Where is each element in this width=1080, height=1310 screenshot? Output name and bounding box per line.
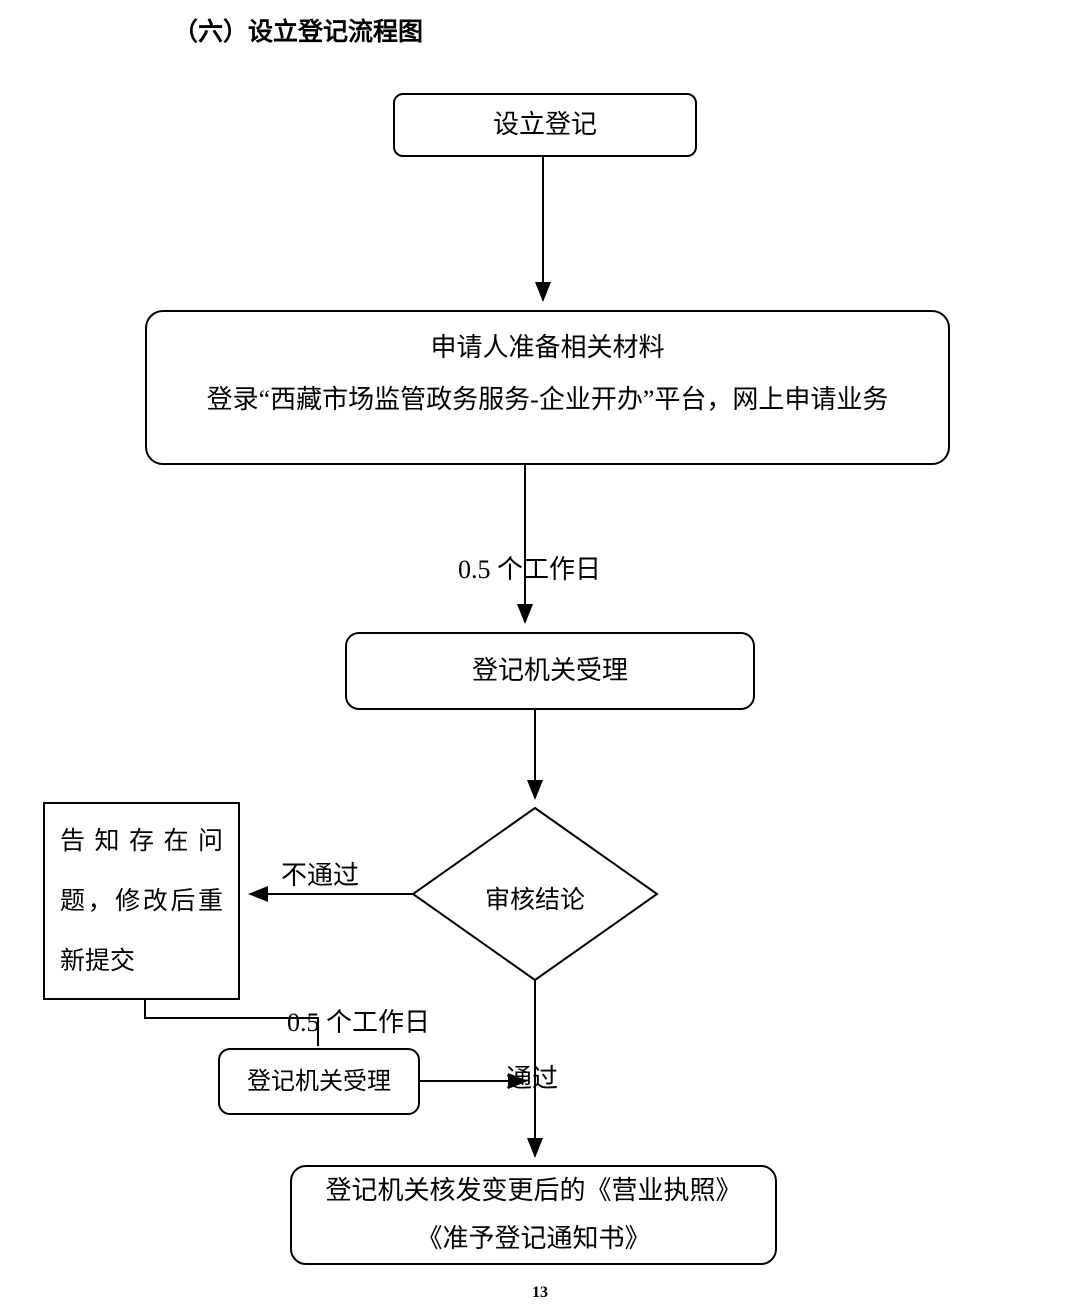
- edge-label-duration-2: 0.5 个工作日: [287, 1008, 431, 1037]
- node-prepare-line2: 登录“西藏市场监管政务服务-企业开办”平台，网上申请业务: [206, 385, 889, 414]
- node-accept-1-label: 登记机关受理: [471, 656, 628, 685]
- edge-label-fail: 不通过: [281, 861, 360, 890]
- node-accept-2-label: 登记机关受理: [247, 1068, 391, 1095]
- node-start: 设立登记: [393, 93, 697, 157]
- node-start-label: 设立登记: [492, 110, 597, 139]
- page-number: 13: [532, 1284, 548, 1301]
- node-issue-line1: 登记机关核发变更后的《营业执照》: [325, 1176, 742, 1205]
- node-issue-license: 登记机关核发变更后的《营业执照》 《准予登记通知书》: [290, 1165, 777, 1265]
- edge-notify-to-accept2: [144, 1000, 319, 1046]
- node-prepare-materials: 申请人准备相关材料 登录“西藏市场监管政务服务-企业开办”平台，网上申请业务: [145, 310, 950, 465]
- node-prepare-line1: 申请人准备相关材料: [430, 333, 665, 362]
- node-issue-line2: 《准予登记通知书》: [416, 1224, 651, 1253]
- node-accept-1: 登记机关受理: [345, 632, 755, 710]
- node-notify-problems: 告知存在问题，修改后重新提交: [43, 802, 240, 1000]
- edge-label-duration-1: 0.5 个工作日: [458, 555, 602, 584]
- node-accept-2: 登记机关受理: [218, 1048, 420, 1115]
- page-title: （六）设立登记流程图: [173, 18, 424, 46]
- edge-label-pass: 通过: [506, 1064, 559, 1093]
- node-notify-problems-label: 告知存在问题，修改后重新提交: [60, 828, 223, 975]
- node-decision-label: 审核结论: [484, 887, 585, 914]
